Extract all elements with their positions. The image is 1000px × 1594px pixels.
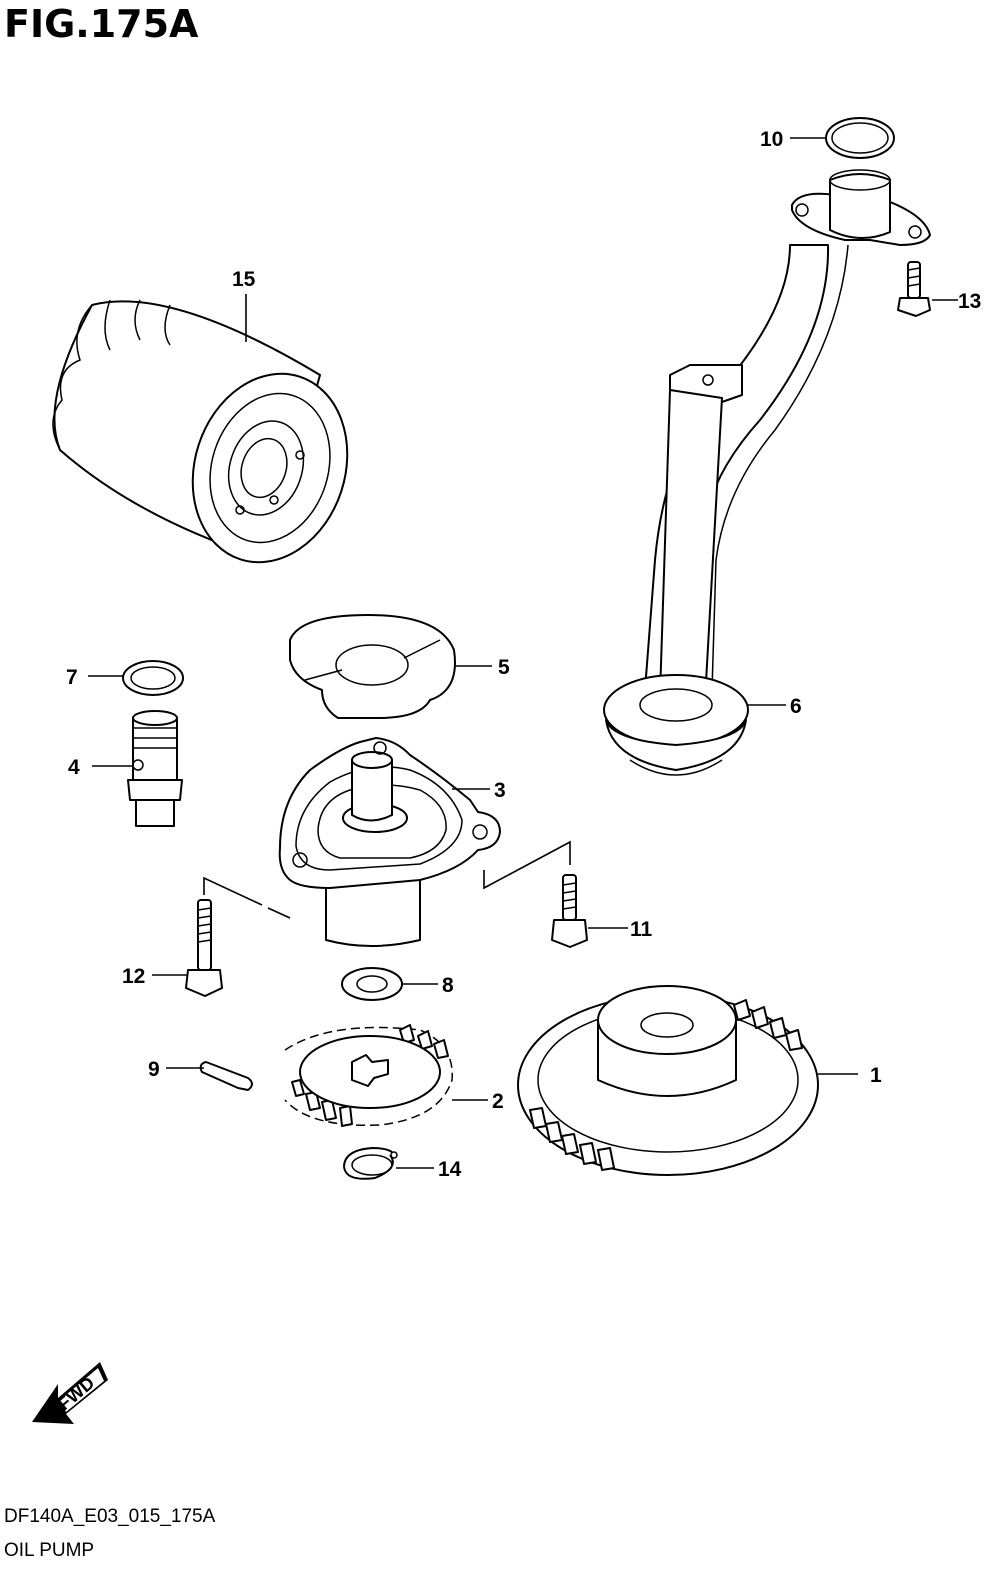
callout-3: 3 bbox=[494, 779, 506, 802]
callout-11: 11 bbox=[630, 918, 653, 941]
part-15-oil-filter[interactable] bbox=[52, 299, 371, 582]
callout-9: 9 bbox=[148, 1058, 160, 1081]
callout-2: 2 bbox=[492, 1090, 504, 1113]
callout-13: 13 bbox=[958, 290, 981, 313]
part-7-o-ring[interactable] bbox=[122, 660, 184, 696]
part-3-pump-housing[interactable] bbox=[278, 737, 501, 947]
part-13-bolt[interactable] bbox=[897, 261, 931, 317]
callout-8: 8 bbox=[442, 974, 454, 997]
part-2-drive-gear[interactable] bbox=[284, 1024, 453, 1127]
part-14-circlip[interactable] bbox=[343, 1147, 398, 1180]
part-10-o-ring[interactable] bbox=[825, 117, 895, 159]
part-8-washer[interactable] bbox=[341, 967, 403, 1001]
bolt-11-alignment-line bbox=[483, 840, 571, 890]
figure-code: DF140A_E03_015_175A bbox=[4, 1506, 216, 1527]
part-6-oil-strainer[interactable] bbox=[603, 169, 931, 776]
figure-title: FIG.175A bbox=[4, 2, 199, 46]
fwd-arrow-icon: FWD bbox=[32, 1362, 108, 1424]
callout-15: 15 bbox=[232, 268, 256, 291]
part-12-bolt[interactable] bbox=[185, 899, 223, 997]
part-9-pin[interactable] bbox=[199, 1061, 253, 1091]
part-4-fitting[interactable] bbox=[127, 710, 183, 827]
part-1-driven-gear[interactable] bbox=[517, 985, 819, 1176]
figure-name: OIL PUMP bbox=[4, 1540, 95, 1561]
callout-1: 1 bbox=[870, 1064, 882, 1087]
bolt-12-alignment-line bbox=[203, 876, 291, 919]
callout-5: 5 bbox=[498, 656, 510, 679]
part-11-bolt[interactable] bbox=[551, 874, 588, 948]
callout-7: 7 bbox=[66, 666, 78, 689]
callout-6: 6 bbox=[790, 695, 802, 718]
callout-12: 12 bbox=[122, 965, 145, 988]
callout-4: 4 bbox=[68, 756, 80, 779]
callout-14: 14 bbox=[438, 1158, 462, 1181]
callout-leaders bbox=[88, 137, 958, 1169]
callout-10: 10 bbox=[760, 128, 783, 151]
part-5-gasket[interactable] bbox=[289, 614, 456, 719]
